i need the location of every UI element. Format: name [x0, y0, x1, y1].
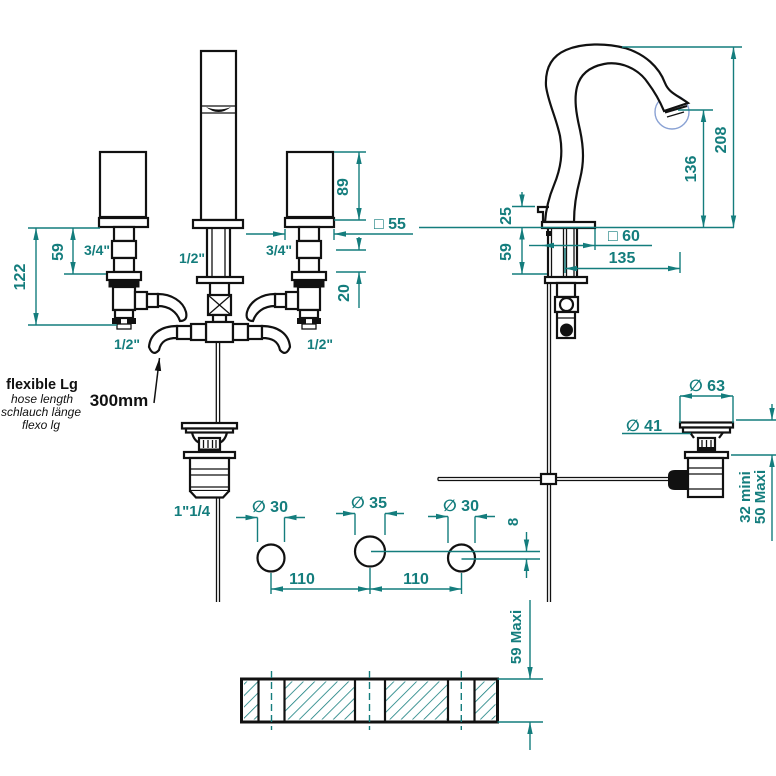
- thread-34-left: 3/4": [84, 242, 110, 258]
- dim-110-right: 110: [403, 571, 429, 588]
- dim-89: 89: [335, 178, 352, 196]
- dim-hole-left: ∅ 30: [252, 499, 288, 516]
- dimension-labels: 122 59 3/4" 1/2" 3/4" 89 □ 55 20 1/2" 1/…: [12, 127, 769, 665]
- thread-12-bottom-left: 1/2": [114, 336, 140, 352]
- dim-hole-right: ∅ 30: [443, 498, 479, 515]
- dim-32-mini: 32 mini: [737, 471, 754, 523]
- thread-12-bottom-right: 1/2": [307, 336, 333, 352]
- side-valve-left: [97, 150, 188, 330]
- rod-coupler: [668, 470, 688, 490]
- countertop-section: [240, 671, 499, 730]
- dim-110-left: 110: [289, 571, 315, 588]
- dim-63: ∅ 63: [689, 378, 725, 395]
- thread-12-center: 1/2": [179, 250, 205, 266]
- note-flexo-lg: flexo lg: [22, 418, 60, 432]
- dimension-lines: [28, 46, 776, 750]
- dim-8: 8: [505, 518, 522, 526]
- note-300mm: 300mm: [90, 391, 149, 410]
- gooseneck-spout: [543, 43, 691, 224]
- dim-square-60: □ 60: [608, 228, 640, 245]
- tee-hose-right: [260, 324, 292, 354]
- dim-59-maxi: 59 Maxi: [508, 610, 525, 664]
- spout-opening: [206, 107, 231, 112]
- center-tee: [147, 320, 292, 423]
- side-view: [437, 43, 691, 602]
- dim-25: 25: [498, 207, 515, 225]
- note-flexible-lg: flexible Lg: [6, 377, 78, 393]
- valve-hose: [156, 292, 188, 323]
- popup-waste-front: [180, 421, 239, 602]
- body-tab: [536, 205, 549, 222]
- hose-note-arrow: [153, 357, 162, 404]
- dim-136: 136: [683, 156, 700, 183]
- side-view-shank: [543, 228, 589, 340]
- popup-rod: [437, 283, 668, 602]
- dim-hole-center: ∅ 35: [351, 495, 387, 512]
- note-hose-length: hose length: [11, 392, 73, 406]
- thread-34-right: 3/4": [266, 242, 292, 258]
- dim-135: 135: [609, 250, 636, 267]
- front-view: [97, 49, 336, 602]
- dim-50-maxi: 50 Maxi: [752, 470, 769, 524]
- dim-square-55: □ 55: [374, 216, 406, 233]
- hole-left: [256, 543, 286, 573]
- dim-41: ∅ 41: [626, 418, 662, 435]
- center-spout-front: [191, 49, 245, 324]
- waste-thread: 1"1/4: [174, 503, 211, 520]
- dim-59-side: 59: [498, 243, 515, 261]
- dim-122: 122: [12, 264, 29, 291]
- dim-208: 208: [713, 127, 730, 154]
- note-schlauch-laenge: schlauch länge: [1, 405, 81, 419]
- dim-20: 20: [336, 284, 353, 302]
- hole-right: [446, 543, 477, 573]
- hose-note: flexible Lg hose length schlauch länge f…: [1, 377, 148, 432]
- tee-hose-left: [147, 324, 179, 354]
- dim-59-front: 59: [50, 243, 67, 261]
